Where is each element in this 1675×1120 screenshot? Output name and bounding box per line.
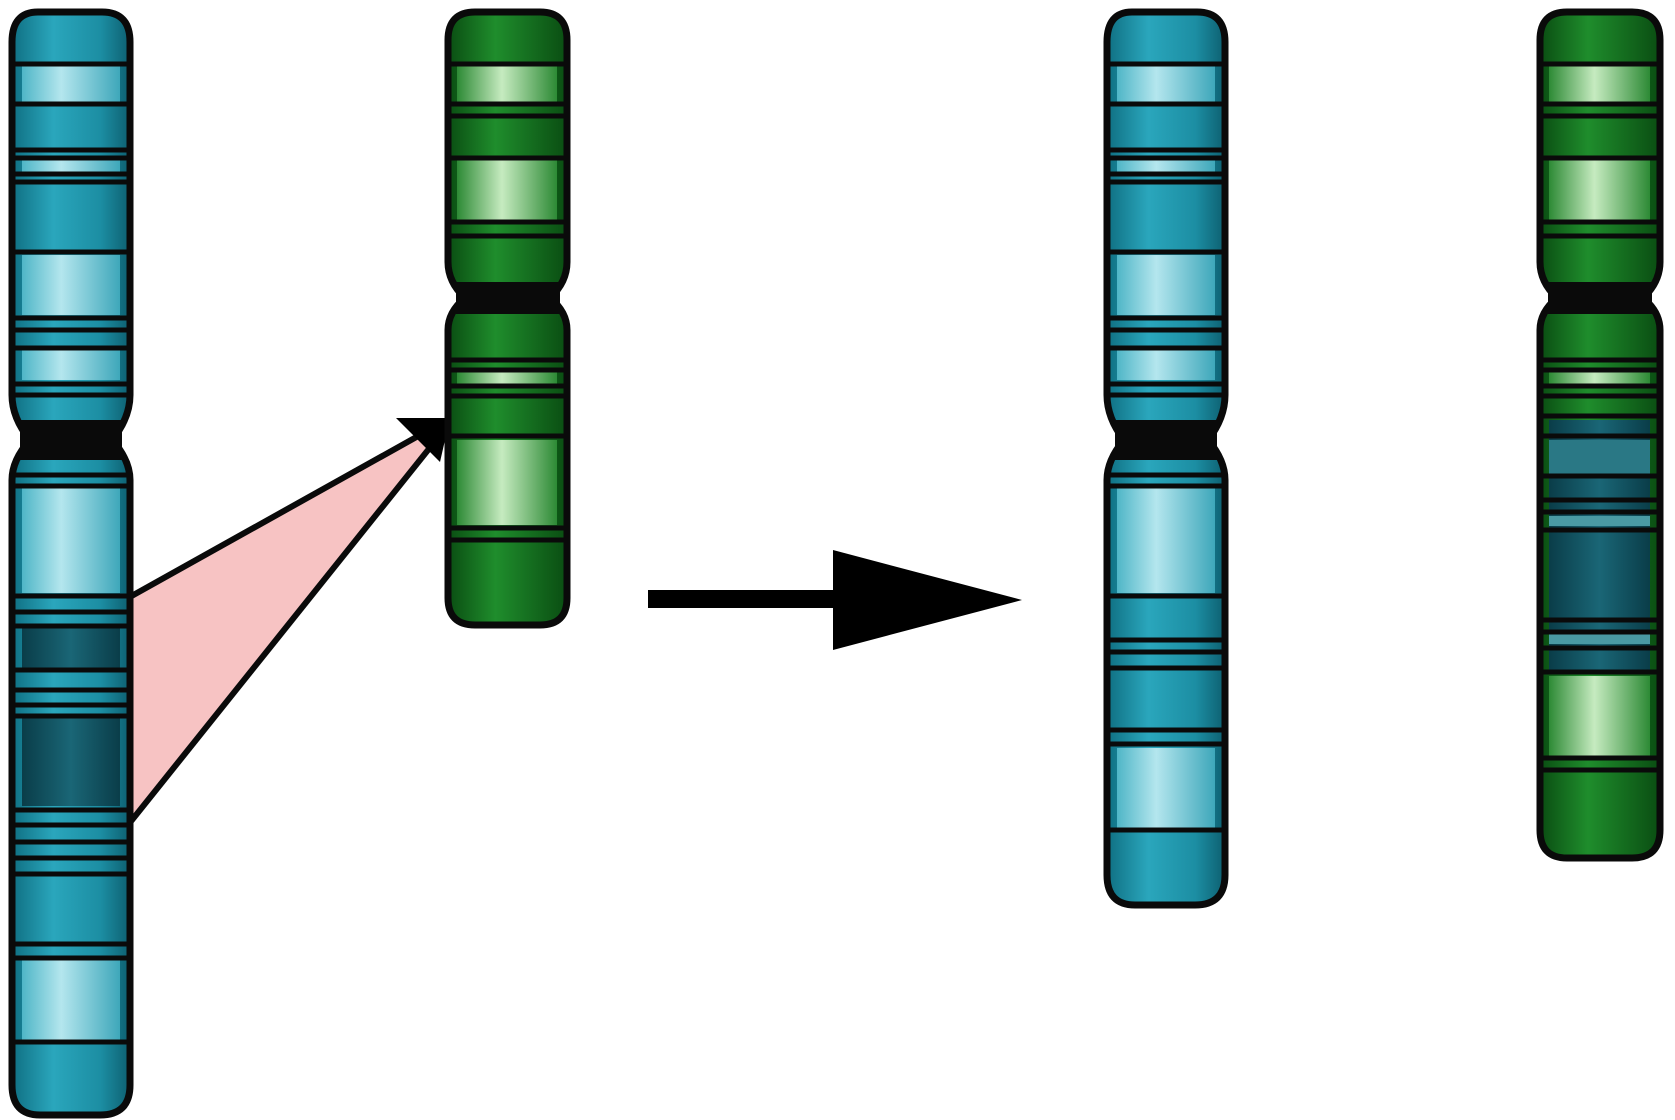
after-chromosome-a (1107, 12, 1225, 905)
before-chromosome-a (12, 12, 130, 1115)
after-chromosome-b (1540, 12, 1660, 858)
process-arrow (648, 550, 1022, 650)
before-chromosome-b (448, 12, 567, 625)
